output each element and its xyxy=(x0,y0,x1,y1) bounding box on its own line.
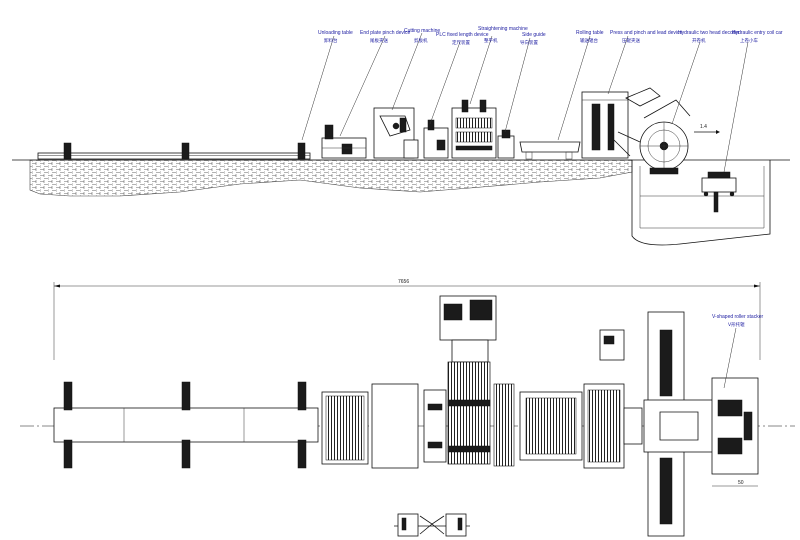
rolling-table-plan xyxy=(519,391,583,461)
svg-text:Cutting machine: Cutting machine xyxy=(404,28,440,34)
label-plc-device: PLC fixed length device 定尺装置 xyxy=(436,32,489,46)
overall-length-label: 7656 xyxy=(398,279,409,285)
label-straightening-machine: Straightening machine 整平机 xyxy=(478,26,528,44)
svg-text:整平机: 整平机 xyxy=(484,37,498,44)
coil-car-plan: 50 xyxy=(711,377,759,487)
plc-device-elev xyxy=(423,119,449,159)
svg-text:卸料台: 卸料台 xyxy=(324,37,338,44)
straightening-machine-plan xyxy=(439,295,497,465)
elevation-leaders xyxy=(301,32,749,173)
end-pinch-plan xyxy=(321,391,369,465)
straightening-machine-elev xyxy=(451,99,497,159)
label-unloading-table: Unloading table 卸料台 xyxy=(318,30,353,44)
decoiler-elev xyxy=(639,99,720,175)
ground-soil xyxy=(29,159,633,197)
coil-car-elev xyxy=(701,171,737,213)
plc-device-plan xyxy=(423,389,447,463)
svg-text:上卷小车: 上卷小车 xyxy=(740,37,758,44)
svg-text:尾板夹送: 尾板夹送 xyxy=(370,37,388,44)
svg-text:End plate pinch device: End plate pinch device xyxy=(360,30,411,36)
svg-text:剪板机: 剪板机 xyxy=(414,37,428,44)
svg-text:Press and pinch and lead devic: Press and pinch and lead device xyxy=(610,30,682,36)
press-pinch-elev xyxy=(581,87,661,159)
rolling-table-elev xyxy=(519,141,581,160)
press-pinch-plan xyxy=(583,329,643,469)
label-coil-car: Hydraulic entry coil car 上卷小车 xyxy=(732,30,783,44)
label-side-guide: Side guide 导向装置 xyxy=(520,32,546,46)
svg-text:定尺装置: 定尺装置 xyxy=(452,39,470,46)
unloading-table-plan xyxy=(53,381,319,469)
svg-text:PLC fixed length device: PLC fixed length device xyxy=(436,32,489,38)
label-v-stacker: V-shaped roller stacker V形托辊 xyxy=(712,314,763,389)
svg-text:导向装置: 导向装置 xyxy=(520,39,538,46)
label-decoiler: Hydraulic two head decoiler 开卷机 xyxy=(678,30,740,44)
end-plate-pinch-elev xyxy=(321,124,367,159)
svg-text:Unloading table: Unloading table xyxy=(318,30,353,36)
svg-text:输送辊台: 输送辊台 xyxy=(580,37,598,44)
coil-dimension: 1.4 xyxy=(700,124,707,130)
side-guide-elev xyxy=(497,129,515,159)
cutting-machine-elev xyxy=(373,107,419,159)
svg-text:Straightening machine: Straightening machine xyxy=(478,26,528,32)
elevation-view: Unloading table 卸料台 End plate pinch devi… xyxy=(12,26,790,246)
svg-text:压辊夹送: 压辊夹送 xyxy=(622,37,640,44)
small-dimension-label: 50 xyxy=(738,480,744,486)
unloading-table-elev xyxy=(37,142,311,160)
label-end-plate-pinch: End plate pinch device 尾板夹送 xyxy=(360,30,411,44)
svg-text:Hydraulic two head decoiler: Hydraulic two head decoiler xyxy=(678,30,740,36)
label-cutting-machine: Cutting machine 剪板机 xyxy=(404,28,440,44)
decoiler-plan xyxy=(643,311,715,537)
svg-text:Side guide: Side guide xyxy=(522,32,546,38)
svg-text:Rolling table: Rolling table xyxy=(576,30,604,36)
side-guide-plan xyxy=(493,383,515,467)
svg-text:Hydraulic entry coil car: Hydraulic entry coil car xyxy=(732,30,783,36)
svg-text:V-shaped roller stacker: V-shaped roller stacker xyxy=(712,314,763,320)
svg-text:开卷机: 开卷机 xyxy=(692,37,706,44)
cutting-machine-plan xyxy=(371,383,419,469)
plan-view: 7656 xyxy=(20,279,795,537)
label-rolling-table: Rolling table 输送辊台 xyxy=(576,30,604,44)
decoiler-pit xyxy=(631,160,771,246)
svg-text:V形托辊: V形托辊 xyxy=(728,321,745,328)
detail-view-bottom xyxy=(394,513,470,537)
label-press-pinch: Press and pinch and lead device 压辊夹送 xyxy=(610,30,682,44)
